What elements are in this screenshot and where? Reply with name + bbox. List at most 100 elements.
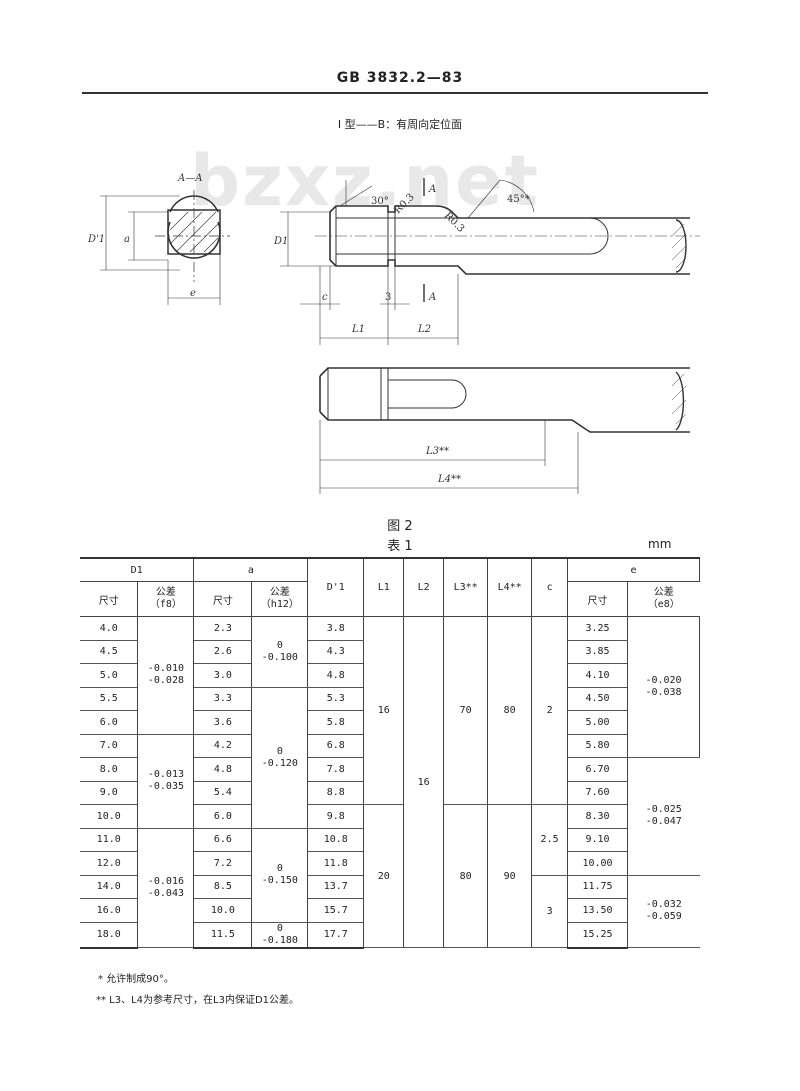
dimension-table: D1 a D'1 L1 L2 L3** L4** c e 尺寸 公差 （f8） … <box>80 557 700 949</box>
hatch <box>169 211 219 253</box>
l3-cell: 70 <box>443 616 489 805</box>
a-label: a <box>124 234 130 245</box>
e-label: e <box>190 288 196 299</box>
e-size-cell: 7.60 <box>567 781 628 805</box>
table-row: 9.0 5.4 8.8 7.60 <box>80 781 700 805</box>
e-size-cell: 6.70 <box>567 757 628 782</box>
header-c: c <box>531 557 569 617</box>
e-size-cell: 8.30 <box>567 804 628 829</box>
d1-size-cell: 6.0 <box>80 710 139 735</box>
table-caption: 表 1 <box>387 539 413 554</box>
d1-size-cell: 10.0 <box>80 804 139 829</box>
a-size-cell: 3.6 <box>193 710 253 735</box>
d1p-cell: 6.8 <box>307 734 365 758</box>
a-size-cell: 5.4 <box>193 781 253 805</box>
header-l1: L1 <box>363 557 405 617</box>
d1-size-cell: 16.0 <box>80 898 139 923</box>
d1-label: D1 <box>273 236 288 247</box>
d1-size-cell: 12.0 <box>80 851 139 876</box>
d1p-cell: 10.8 <box>307 828 365 852</box>
footnote-2: ** L3、L4为参考尺寸，在L3内保证D1公差。 <box>96 995 300 1006</box>
d1-size-cell: 11.0 <box>80 828 139 852</box>
header-e-size: 尺寸 <box>567 581 628 617</box>
d1-size-cell: 14.0 <box>80 875 139 899</box>
watermark: bzxz.net <box>190 140 541 222</box>
table-row: 10.0 6.0 9.8 20 80 90 2.5 8.30 <box>80 804 700 948</box>
figure-caption: 图 2 <box>387 519 413 534</box>
header-a: a <box>193 557 309 582</box>
e-size-cell: 3.25 <box>567 616 628 641</box>
d1p-cell: 3.8 <box>307 616 365 641</box>
e-size-cell: 15.25 <box>567 922 628 949</box>
d1p-cell: 13.7 <box>307 875 365 899</box>
unit-label: mm <box>648 537 672 551</box>
section-view: A—A D'1 a e <box>87 173 230 305</box>
e-size-cell: 5.00 <box>567 710 628 735</box>
e-size-cell: 3.85 <box>567 640 628 664</box>
l2-label: L2 <box>417 324 431 335</box>
d1p-cell: 15.7 <box>307 898 365 923</box>
table-row: 5.5 3.3 0 -0.120 5.3 4.50 <box>80 687 700 829</box>
header-l4: L4** <box>487 557 533 617</box>
a-size-cell: 4.8 <box>193 757 253 782</box>
d1-size-cell: 8.0 <box>80 757 139 782</box>
e-size-cell: 13.50 <box>567 898 628 923</box>
radius-label-2: R0.3 <box>442 210 466 234</box>
d1-size-cell: 18.0 <box>80 922 139 949</box>
d1p-cell: 17.7 <box>307 922 365 949</box>
e-tol-cell: -0.032 -0.059 <box>627 875 700 948</box>
e-size-cell: 10.00 <box>567 851 628 876</box>
d1p-cell: 5.8 <box>307 710 365 735</box>
l1-cell: 20 <box>363 804 405 948</box>
l1-cell: 16 <box>363 616 405 805</box>
pin-top-view: L3** L4** <box>319 367 690 494</box>
d1-tol-cell: -0.016 -0.043 <box>137 828 195 948</box>
c-cell: 3 <box>531 875 569 948</box>
table-row: 6.0 3.6 5.8 5.00 <box>80 710 700 735</box>
e-size-cell: 4.50 <box>567 687 628 711</box>
section-mark-top: A <box>428 184 436 195</box>
a-tol-cell: 0 -0.150 <box>251 828 309 923</box>
table-row: 16.0 10.0 15.7 13.50 <box>80 898 700 923</box>
a-size-cell: 7.2 <box>193 851 253 876</box>
header-l3: L3** <box>443 557 489 617</box>
header-rule <box>82 92 708 94</box>
technical-drawing: A—A D'1 a e <box>87 173 700 494</box>
header-d1-prime: D'1 <box>307 557 365 617</box>
header-d1-tol: 公差 （f8） <box>137 581 195 617</box>
c-cell: 2 <box>531 616 569 805</box>
table-row: 14.0 8.5 13.7 3 11.75 -0.032 -0.059 <box>80 875 700 948</box>
a-size-cell: 3.0 <box>193 663 253 688</box>
l4-cell: 80 <box>487 616 533 805</box>
d1p-cell: 9.8 <box>307 804 365 829</box>
d1p-cell: 5.3 <box>307 687 365 711</box>
angle-45-label: 45°* <box>507 194 530 205</box>
footnote-1: * 允许制成90°。 <box>98 974 174 985</box>
l1-label: L1 <box>351 324 365 335</box>
header-a-size: 尺寸 <box>193 581 253 617</box>
section-label: A—A <box>177 173 202 184</box>
a-size-cell: 2.6 <box>193 640 253 664</box>
a-size-cell: 4.2 <box>193 734 253 758</box>
a-size-cell: 11.5 <box>193 922 253 949</box>
angle-30-label: 30° <box>371 196 389 207</box>
table-row: 4.5 2.6 4.3 3.85 <box>80 640 700 664</box>
table-row: 11.0 -0.016 -0.043 6.6 0 -0.150 10.8 9.1… <box>80 828 700 948</box>
l3-cell: 80 <box>443 804 489 948</box>
d1-size-cell: 5.5 <box>80 687 139 711</box>
d1-tol-cell: -0.013 -0.035 <box>137 734 195 829</box>
a-size-cell: 3.3 <box>193 687 253 711</box>
a-size-cell: 10.0 <box>193 898 253 923</box>
a-size-cell: 2.3 <box>193 616 253 641</box>
d1p-cell: 8.8 <box>307 781 365 805</box>
c-label: c <box>322 292 328 303</box>
table-row: 5.0 3.0 4.8 4.10 <box>80 663 700 688</box>
three-label: 3 <box>385 292 391 303</box>
d1p-cell: 7.8 <box>307 757 365 782</box>
d1-size-cell: 9.0 <box>80 781 139 805</box>
table-row: 4.0 -0.010 -0.028 2.3 0 -0.100 3.8 16 16… <box>80 616 700 948</box>
d1-size-cell: 5.0 <box>80 663 139 688</box>
header-l2: L2 <box>403 557 445 617</box>
a-size-cell: 6.6 <box>193 828 253 852</box>
d1-tol-cell: -0.010 -0.028 <box>137 616 195 735</box>
